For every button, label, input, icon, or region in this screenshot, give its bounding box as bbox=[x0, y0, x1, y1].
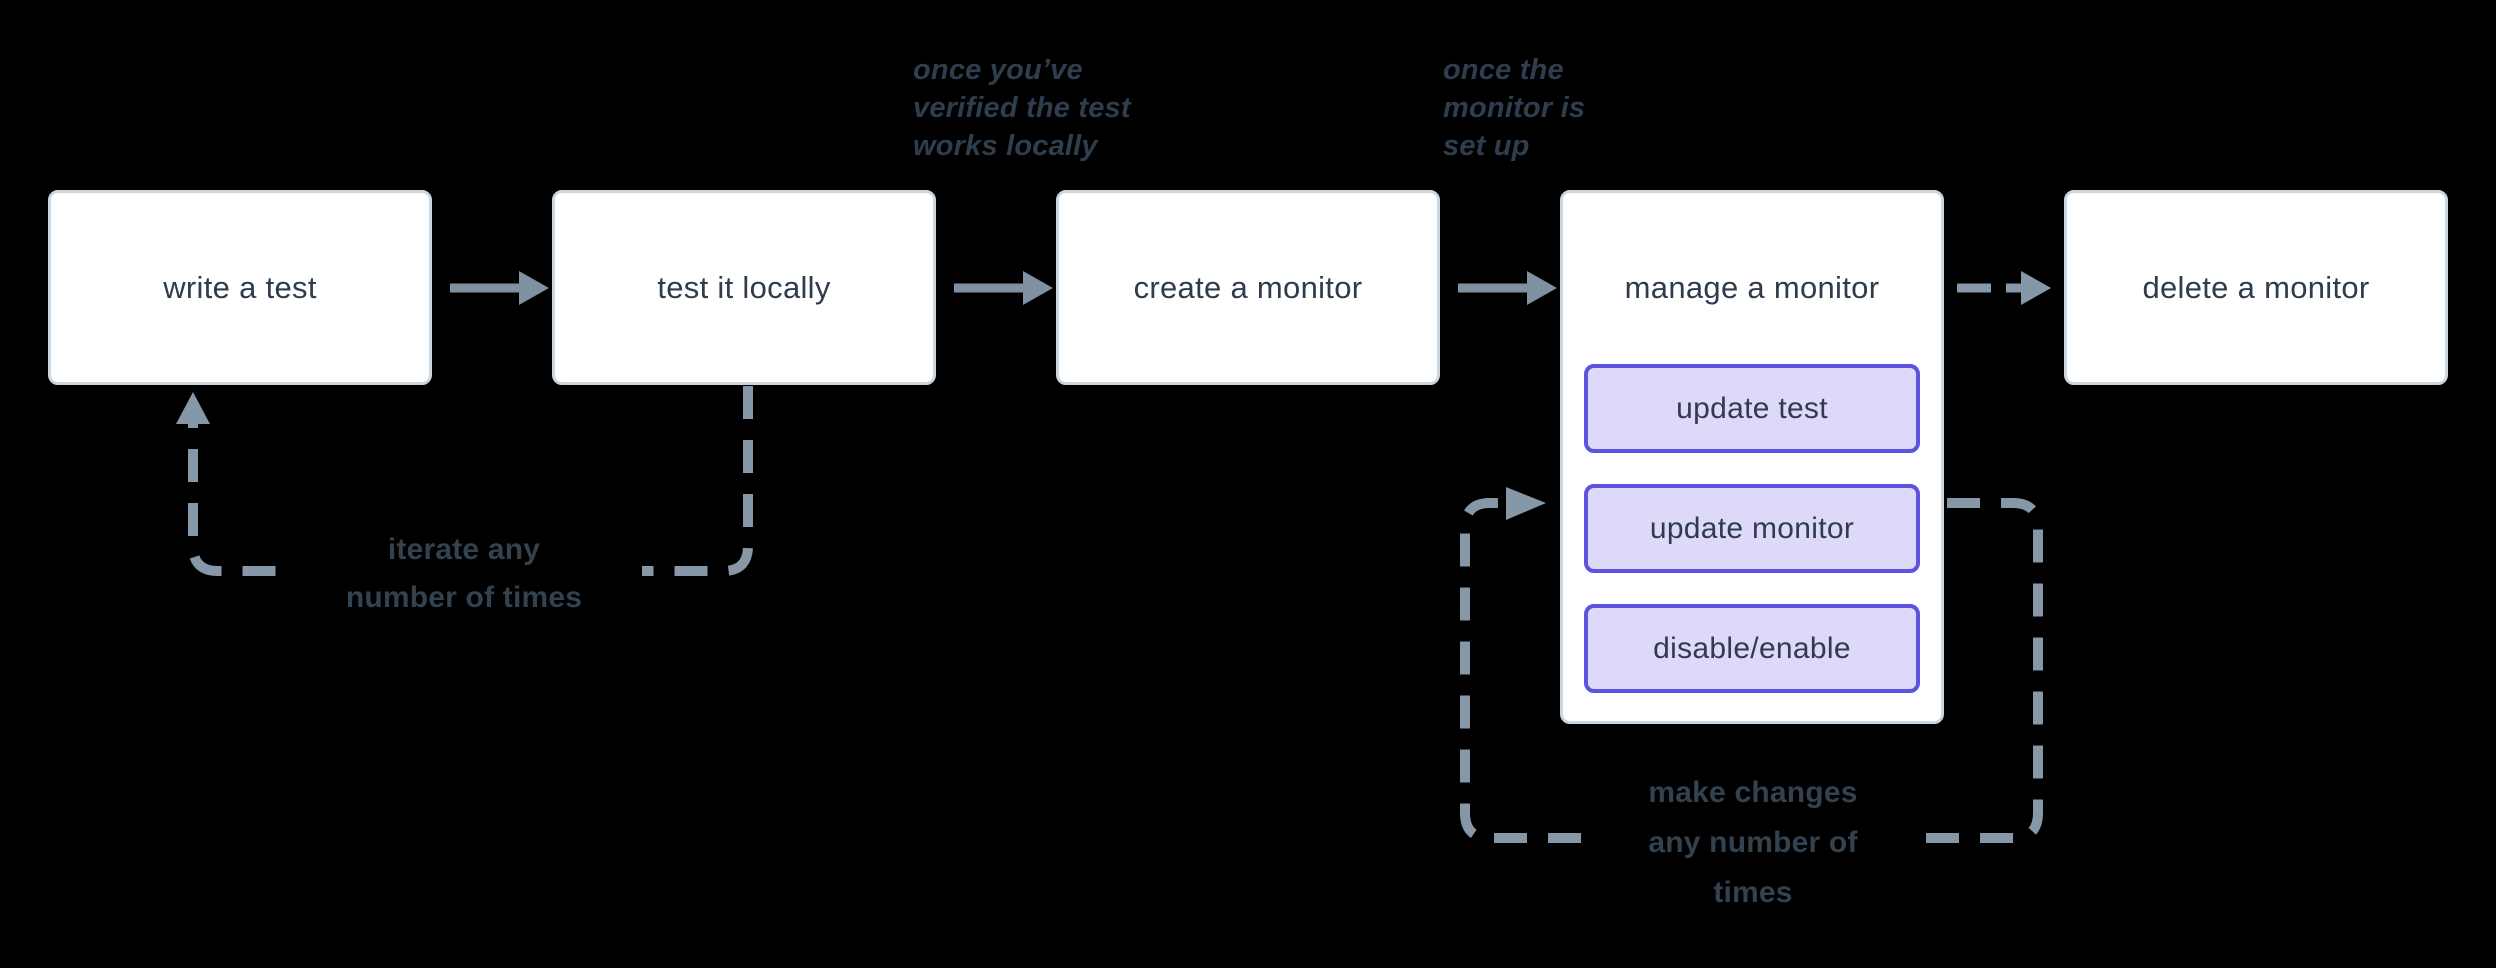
action-label-update-monitor: update monitor bbox=[1649, 511, 1855, 545]
flow-node-manage-monitor: manage a monitor update test update moni… bbox=[1560, 190, 1944, 724]
arrow-test-to-create bbox=[954, 271, 1053, 305]
action-label-update-test: update test bbox=[1676, 391, 1828, 425]
annotation-monitor-setup: once the monitor is set up bbox=[1443, 54, 1586, 162]
action-node-update-monitor: update monitor bbox=[1584, 484, 1920, 573]
node-label-manage-monitor: manage a monitor bbox=[1624, 270, 1880, 305]
flow-node-test-locally: test it locally bbox=[552, 190, 936, 385]
node-label-delete-monitor: delete a monitor bbox=[2142, 269, 2370, 305]
action-label-disable-enable: disable/enable bbox=[1653, 631, 1851, 665]
action-node-update-test: update test bbox=[1584, 364, 1920, 453]
flow-node-delete-monitor: delete a monitor bbox=[2064, 190, 2448, 385]
annotation-verified-locally: once you’ve verified the test works loca… bbox=[913, 54, 1131, 162]
loop-changes-arrowhead bbox=[1506, 487, 1546, 520]
node-label-write-test: write a test bbox=[163, 269, 317, 305]
arrow-create-to-manage bbox=[1458, 271, 1557, 305]
flow-node-create-monitor: create a monitor bbox=[1056, 190, 1440, 385]
loop-iterate-arrowhead bbox=[176, 392, 210, 424]
action-node-disable-enable: disable/enable bbox=[1584, 604, 1920, 693]
loop-label-changes: make changes any number of times bbox=[1592, 766, 1914, 920]
dashed-arrow-manage-to-delete bbox=[1957, 271, 2051, 305]
loop-label-iterate: iterate any number of times bbox=[286, 524, 642, 624]
node-label-create-monitor: create a monitor bbox=[1133, 269, 1363, 305]
arrow-write-to-test bbox=[450, 271, 549, 305]
flow-node-write-test: write a test bbox=[48, 190, 432, 385]
node-label-test-locally: test it locally bbox=[657, 269, 831, 305]
